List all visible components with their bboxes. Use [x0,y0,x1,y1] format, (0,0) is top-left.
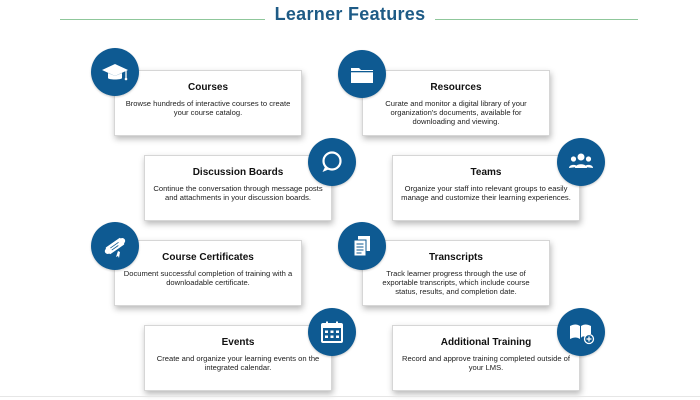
feature-card-discussion-boards: Discussion Boards Continue the conversat… [144,155,332,221]
feature-title: Transcripts [429,252,483,263]
diploma-scroll-icon [91,222,139,270]
feature-description: Track learner progress through the use o… [382,269,530,296]
feature-title: Additional Training [440,337,532,348]
feature-card-courses: Courses Browse hundreds of interactive c… [114,70,302,136]
feature-title: Course Certificates [162,252,254,263]
documents-icon [338,222,386,270]
feature-card-additional-training: Additional Training Record and approve t… [392,325,580,391]
feature-description: Continue the conversation through messag… [153,184,323,202]
speech-bubble-icon [308,138,356,186]
graduation-cap-icon [91,48,139,96]
feature-title: Discussion Boards [192,167,284,178]
page-title-text: Learner Features [264,4,436,24]
header-line-left [60,19,270,20]
feature-description: Document successful completion of traini… [123,269,293,287]
folder-icon [338,50,386,98]
header-line-right [430,19,638,20]
page-title: Learner Features [0,4,700,25]
feature-title: Courses [187,82,228,93]
feature-card-teams: Teams Organize your staff into relevant … [392,155,580,221]
feature-title: Teams [470,167,502,178]
book-plus-icon [557,308,605,356]
feature-title: Resources [430,82,482,93]
feature-card-events: Events Create and organize your learning… [144,325,332,391]
feature-title: Events [221,337,255,348]
feature-description: Organize your staff into relevant groups… [401,184,571,202]
feature-card-transcripts: Transcripts Track learner progress throu… [362,240,550,306]
bottom-divider [0,396,700,397]
feature-description: Browse hundreds of interactive courses t… [125,99,291,117]
feature-description: Curate and monitor a digital library of … [385,99,527,126]
feature-card-resources: Resources Curate and monitor a digital l… [362,70,550,136]
calendar-icon [308,308,356,356]
feature-description: Create and organize your learning events… [156,354,320,372]
feature-description: Record and approve training completed ou… [401,354,570,372]
people-group-icon [557,138,605,186]
feature-card-course-certificates: Course Certificates Document successful … [114,240,302,306]
